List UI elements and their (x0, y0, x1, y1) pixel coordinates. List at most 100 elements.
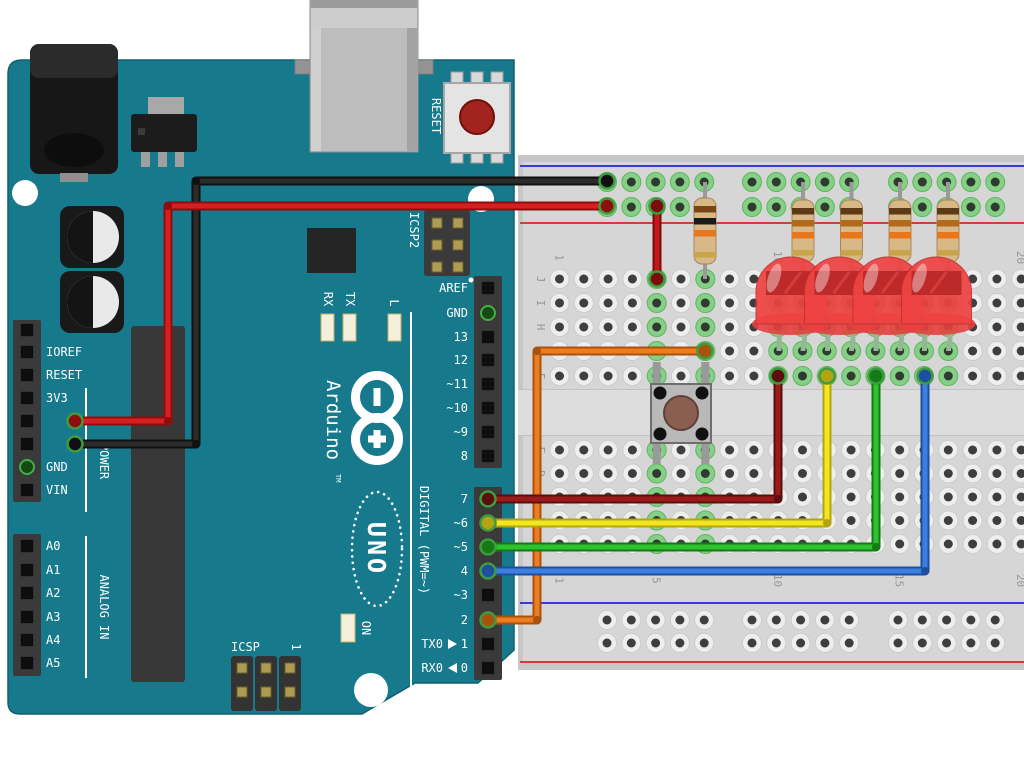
analog-group-label: ANALOG IN (97, 574, 111, 639)
digital-pin-bottom-6[interactable] (481, 637, 495, 651)
rx0-pin-label: RX0 (421, 661, 443, 675)
analog-pin-label: A0 (46, 539, 60, 553)
tx0-pin-label: TX0 (421, 637, 443, 651)
digital-pin-label: 4 (461, 564, 468, 578)
analog-pin-label: A4 (46, 633, 60, 647)
breadboard-label: 15 (893, 574, 906, 587)
reset-button[interactable] (443, 71, 511, 164)
analog-pin-A1[interactable] (20, 563, 34, 577)
digital-pin-top-5[interactable] (481, 401, 495, 415)
arduino-logo (351, 371, 403, 465)
breadboard-channel (518, 389, 1024, 436)
digital-pin-top-2[interactable] (481, 330, 495, 344)
mounting-hole (12, 180, 38, 206)
analog-pin-label: A2 (46, 586, 60, 600)
digital-pin-top-4[interactable] (481, 377, 495, 391)
breadboard-label: 5 (650, 577, 663, 584)
reset-label: RESET (429, 98, 443, 134)
power-pin-0[interactable] (20, 323, 34, 337)
analog-pin-label: A5 (46, 656, 60, 670)
power-pin-4[interactable] (20, 414, 34, 428)
power-pin-5[interactable] (20, 437, 34, 451)
analog-header[interactable] (13, 534, 41, 676)
analog-pin-A5[interactable] (20, 656, 34, 670)
wire-rail-jumper-red[interactable] (648, 197, 666, 288)
digital-pin-label: 7 (461, 492, 468, 506)
breadboard-bottom-edge (518, 663, 1024, 670)
pushbutton[interactable] (650, 362, 712, 464)
digital-pin-top-6[interactable] (481, 425, 495, 439)
digital-pin-label: 2 (461, 613, 468, 627)
analog-pin-A3[interactable] (20, 610, 34, 624)
reset-button-cap[interactable] (459, 99, 495, 135)
digital-pin-bottom-4[interactable] (481, 588, 495, 602)
digital-pin-label: 13 (454, 330, 468, 344)
breadboard-label: 1 (553, 577, 566, 584)
usb-chip (307, 228, 356, 273)
wire-d4-blue[interactable] (479, 367, 934, 580)
digital-pin-bottom-7[interactable] (481, 661, 495, 675)
usb-connector (294, 0, 434, 153)
power-pin-label: VIN (46, 483, 68, 497)
rx-label: RX (321, 292, 335, 307)
l-led (387, 313, 402, 342)
tx0-pin-number: 1 (461, 637, 468, 651)
resistor[interactable] (693, 182, 717, 279)
rx-led (320, 313, 335, 342)
brand-text: Arduino (322, 380, 344, 460)
wire-gnd-black[interactable] (66, 172, 616, 453)
l-label: L (387, 299, 401, 306)
uno-badge-outline (350, 490, 404, 608)
led-red[interactable] (897, 256, 976, 352)
wire-d5-green[interactable] (479, 367, 885, 556)
breadboard-label: H (534, 324, 547, 331)
gnd-pin-highlight (480, 305, 496, 321)
power-group-label: POWER (97, 443, 111, 480)
digital-pin-top-3[interactable] (481, 353, 495, 367)
digital-pin-label: 8 (461, 449, 468, 463)
power-pin-7[interactable] (20, 483, 34, 497)
digital-header-bottom[interactable] (474, 487, 502, 680)
power-pin-3[interactable] (20, 391, 34, 405)
digital-pin-label: ~5 (454, 540, 468, 554)
tx-label: TX (343, 292, 357, 307)
icsp2-header (424, 210, 474, 283)
tx-arrow-icon (448, 639, 457, 649)
brand-tm: TM (334, 474, 342, 482)
digital-pin-top-0[interactable] (481, 281, 495, 295)
wire-d6-yellow[interactable] (479, 367, 836, 532)
wire-d2-orange[interactable] (479, 342, 714, 629)
digital-pin-top-7[interactable] (481, 449, 495, 463)
breadboard-label: 10 (771, 574, 784, 587)
digital-pin-label: ~6 (454, 516, 468, 530)
arduino-uno-board[interactable]: RESET ICSP2 (7, 0, 515, 715)
capacitor (60, 206, 124, 268)
icsp-header (231, 656, 301, 711)
digital-pin-label: 12 (454, 353, 468, 367)
digital-group-label: DIGITAL (PWM=~) (417, 486, 431, 594)
power-header[interactable] (13, 320, 41, 502)
voltage-regulator (131, 97, 197, 167)
breadboard-label: 20 (1014, 251, 1024, 264)
analog-pin-A4[interactable] (20, 633, 34, 647)
wire-5v-red[interactable] (66, 197, 616, 430)
analog-pin-A0[interactable] (20, 539, 34, 553)
wire-d7-darkred[interactable] (479, 367, 787, 508)
breadboard-top-edge (518, 155, 1024, 162)
rx-arrow-icon (448, 663, 457, 673)
on-led (340, 613, 356, 643)
on-label: ON (359, 621, 373, 635)
digital-header-top[interactable] (474, 276, 502, 468)
power-pin-1[interactable] (20, 345, 34, 359)
breadboard-label: 1 (553, 254, 566, 261)
digital-pin-label: ~10 (446, 401, 468, 415)
capacitor (60, 271, 124, 333)
breadboard-label: I (534, 300, 547, 307)
analog-pin-A2[interactable] (20, 586, 34, 600)
power-pin-2[interactable] (20, 368, 34, 382)
power-pin-label: 3V3 (46, 391, 68, 405)
analog-pin-label: A1 (46, 563, 60, 577)
icsp-pin1-label: 1 (289, 643, 303, 650)
gnd-pin-highlight (19, 459, 35, 475)
